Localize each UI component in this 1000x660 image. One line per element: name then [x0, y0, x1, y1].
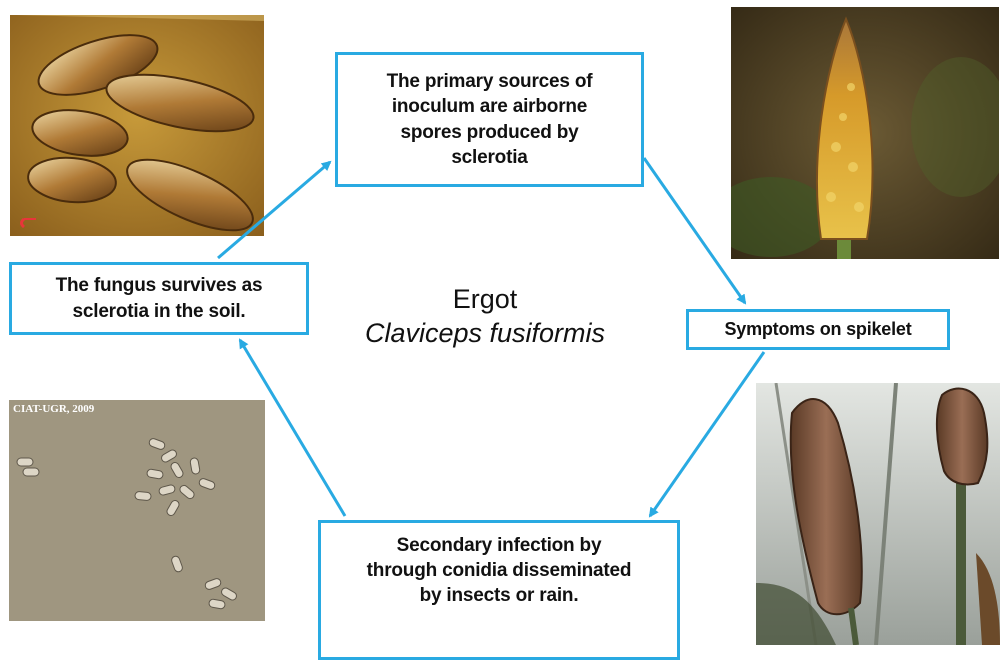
pathogen-scientific-name: Claviceps fusiformis: [340, 316, 630, 350]
secondary-line: through conidia disseminated: [367, 558, 632, 583]
symptoms-line: Symptoms on spikelet: [724, 318, 911, 342]
arrow-primary-to-symptoms: [644, 158, 745, 303]
arrow-symptoms-to-secondary: [650, 352, 764, 516]
secondary-infection-box: Secondary infection by through conidia d…: [318, 520, 680, 660]
arrow-survive-to-primary: [218, 162, 330, 258]
primary-inoculum-box: The primary sources of inoculum are airb…: [335, 52, 644, 187]
secondary-line: by insects or rain.: [367, 583, 632, 608]
disease-title: Ergot Claviceps fusiformis: [340, 282, 630, 350]
arrow-secondary-to-survive: [240, 340, 345, 516]
primary-line: spores produced by: [387, 120, 593, 145]
primary-line: sclerotia: [387, 145, 593, 170]
survive-line: The fungus survives as: [56, 273, 263, 298]
disease-common-name: Ergot: [340, 282, 630, 316]
primary-line: inoculum are airborne: [387, 94, 593, 119]
survive-line: sclerotia in the soil.: [56, 299, 263, 324]
secondary-line: Secondary infection by: [367, 533, 632, 558]
primary-line: The primary sources of: [387, 69, 593, 94]
fungus-survival-box: The fungus survives as sclerotia in the …: [9, 262, 309, 335]
symptoms-box: Symptoms on spikelet: [686, 309, 950, 350]
